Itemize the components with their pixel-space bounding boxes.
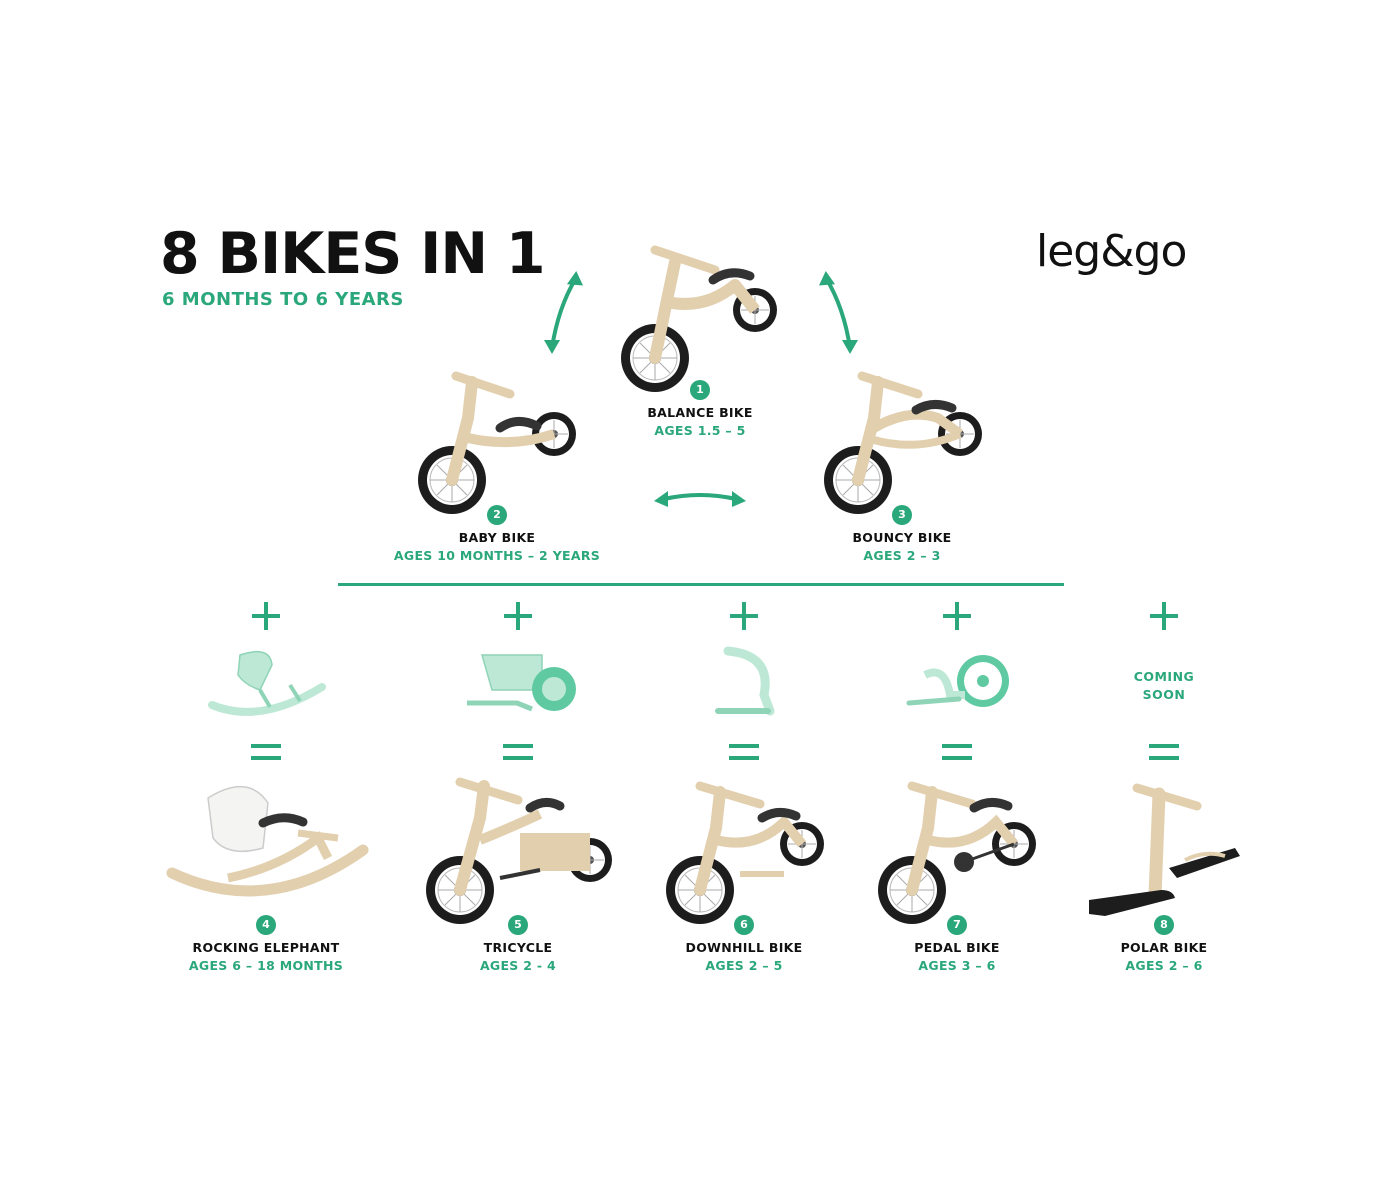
bouncy-bike-illustration bbox=[823, 371, 983, 515]
trike-part-icon bbox=[467, 654, 576, 712]
number-badge: 7 bbox=[947, 915, 967, 935]
bike-ages: AGES 6 – 18 MONTHS bbox=[188, 958, 344, 973]
bike-name: BABY BIKE bbox=[458, 530, 536, 545]
number-badge: 6 bbox=[734, 915, 754, 935]
bike-name: PEDAL BIKE bbox=[914, 940, 1000, 955]
number-badge: 5 bbox=[508, 915, 528, 935]
number-badge: 1 bbox=[690, 380, 710, 400]
equals-icon bbox=[942, 744, 972, 760]
equals-icon bbox=[729, 744, 759, 760]
bike-ages: AGES 10 MONTHS – 2 YEARS bbox=[393, 548, 601, 563]
bike-name: BALANCE BIKE bbox=[647, 405, 753, 420]
balance-bike-illustration bbox=[620, 245, 778, 393]
plus-icon bbox=[252, 602, 280, 630]
tricycle-illustration bbox=[425, 777, 613, 925]
footrest-part-icon bbox=[715, 646, 775, 716]
bike-ages: AGES 2 – 5 bbox=[705, 958, 783, 973]
bike-name: POLAR BIKE bbox=[1120, 940, 1208, 955]
bike-name: DOWNHILL BIKE bbox=[685, 940, 803, 955]
equals-icon bbox=[251, 744, 281, 760]
bike-ages: AGES 2 – 3 bbox=[863, 548, 941, 563]
divider-line bbox=[338, 583, 1064, 586]
bike-label-balance: 1 BALANCE BIKE AGES 1.5 – 5 bbox=[600, 380, 800, 438]
bike-label-bouncy: 3 BOUNCY BIKE AGES 2 – 3 bbox=[802, 505, 1002, 563]
bike-ages: AGES 2 – 6 bbox=[1125, 958, 1203, 973]
plus-icon bbox=[1150, 602, 1178, 630]
bike-ages: AGES 3 – 6 bbox=[918, 958, 996, 973]
brand-logo: leg&go bbox=[1036, 226, 1187, 277]
page-title: 8 BIKES IN 1 bbox=[160, 221, 546, 287]
number-badge: 8 bbox=[1154, 915, 1174, 935]
arrow-bottom-icon bbox=[654, 491, 746, 507]
bike-ages: AGES 2 - 4 bbox=[479, 958, 557, 973]
bike-label-baby: 2 BABY BIKE AGES 10 MONTHS – 2 YEARS bbox=[377, 505, 617, 563]
plus-icon bbox=[730, 602, 758, 630]
baby-bike-illustration bbox=[417, 371, 577, 515]
plus-icon bbox=[943, 602, 971, 630]
page-subtitle: 6 MONTHS TO 6 YEARS bbox=[162, 289, 404, 310]
pedal-bike-illustration bbox=[877, 781, 1037, 925]
bike-name: ROCKING ELEPHANT bbox=[192, 940, 340, 955]
bike-name: TRICYCLE bbox=[483, 940, 553, 955]
rocker-part-icon bbox=[208, 650, 326, 716]
bike-ages: AGES 1.5 – 5 bbox=[654, 423, 746, 438]
polar-bike-illustration bbox=[1089, 783, 1240, 916]
number-badge: 4 bbox=[256, 915, 276, 935]
number-badge: 2 bbox=[487, 505, 507, 525]
arrow-right-icon bbox=[818, 271, 858, 354]
number-badge: 3 bbox=[892, 505, 912, 525]
equals-icon bbox=[503, 744, 533, 760]
arrow-left-icon bbox=[544, 271, 584, 354]
equals-icon bbox=[1149, 744, 1179, 760]
rocking-elephant-illustration bbox=[166, 785, 369, 897]
pedal-part-icon bbox=[906, 655, 1009, 707]
plus-icon bbox=[504, 602, 532, 630]
bike-name: BOUNCY BIKE bbox=[852, 530, 952, 545]
downhill-bike-illustration bbox=[665, 781, 825, 925]
